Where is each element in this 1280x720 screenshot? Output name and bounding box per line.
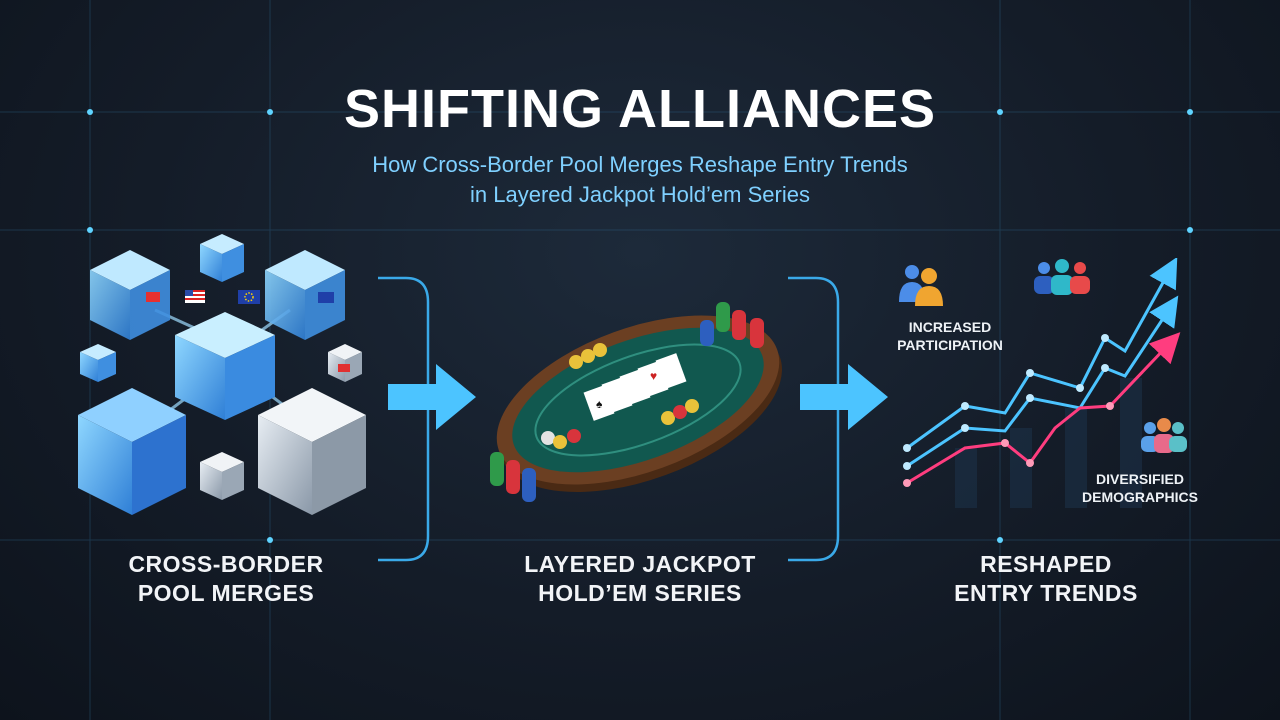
globe-cube-icon [328, 344, 362, 382]
svg-text:♠: ♠ [596, 397, 603, 411]
globe-cube-icon [200, 452, 244, 500]
tag-line: INCREASED [908, 319, 992, 335]
globe-cube-icon [258, 388, 366, 515]
bracket-right [788, 276, 840, 562]
poker-table-icon: ♠ ♥ [490, 302, 782, 502]
pool-merge-cubes [78, 234, 366, 515]
chip-stack-icon [490, 452, 536, 502]
tag-line: DIVERSIFIED [1096, 471, 1184, 487]
stage-label-line: HOLD’EM SERIES [538, 580, 742, 606]
globe-cube-icon [90, 250, 170, 340]
diversified-demographics-tag: DIVERSIFIED DEMOGRAPHICS [1060, 470, 1220, 506]
subtitle-line-1: How Cross-Border Pool Merges Reshape Ent… [372, 152, 908, 177]
page-subtitle: How Cross-Border Pool Merges Reshape Ent… [0, 150, 1280, 210]
flag-icon [238, 290, 260, 304]
people-group-icon [1034, 259, 1090, 295]
page-title: SHIFTING ALLIANCES [344, 79, 936, 139]
svg-text:♥: ♥ [650, 369, 657, 383]
right-arrow-icon [800, 364, 888, 430]
stage-label-line: ENTRY TRENDS [954, 580, 1138, 606]
chip-stack-icon [541, 343, 699, 449]
chip-stack-icon [700, 302, 764, 348]
globe-cube-icon [265, 250, 345, 340]
stage-label-line: CROSS-BORDER [128, 551, 324, 577]
playing-card-icon: ♠ ♥ [583, 353, 687, 421]
trend-line-icon [903, 258, 1181, 508]
globe-cube-icon [175, 312, 275, 420]
flag-icon [185, 290, 205, 303]
subtitle-line-2: in Layered Jackpot Hold’em Series [470, 182, 810, 207]
tag-line: PARTICIPATION [897, 337, 1003, 353]
people-group-icon [1141, 418, 1187, 453]
bracket-left [378, 276, 430, 562]
stage-label-pool-merges: CROSS-BORDER POOL MERGES [70, 550, 382, 608]
stage-label-line: LAYERED JACKPOT [524, 551, 756, 577]
people-group-icon [899, 265, 943, 306]
stage-label-entry-trends: RESHAPED ENTRY TRENDS [890, 550, 1202, 608]
stage-label-line: RESHAPED [980, 551, 1112, 577]
globe-cube-icon [80, 344, 116, 382]
stage-label-holdem-series: LAYERED JACKPOT HOLD’EM SERIES [484, 550, 796, 608]
globe-cube-icon [200, 234, 244, 282]
stage-label-line: POOL MERGES [137, 580, 315, 606]
globe-cube-icon [78, 388, 186, 515]
increased-participation-tag: INCREASED PARTICIPATION [880, 318, 1020, 354]
right-arrow-icon [388, 364, 476, 430]
tag-line: DEMOGRAPHICS [1082, 489, 1198, 505]
